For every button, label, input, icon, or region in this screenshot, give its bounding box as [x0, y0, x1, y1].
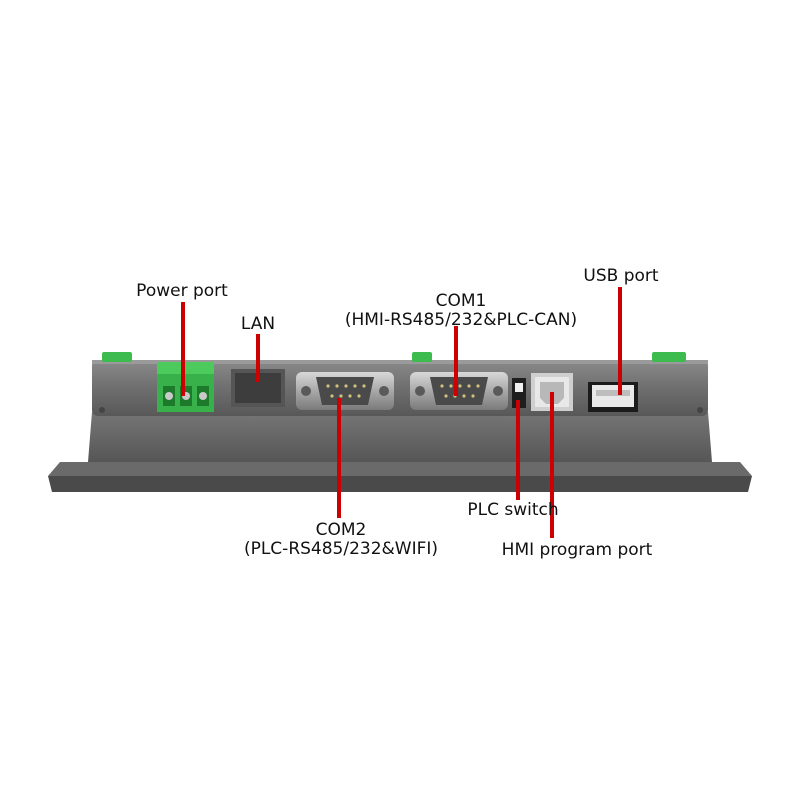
com2-connector — [296, 372, 394, 410]
com1-connector — [410, 372, 508, 410]
device-base — [88, 412, 712, 462]
usb-port-label: USB port — [583, 266, 659, 286]
com2-subtitle-label: (PLC-RS485/232&WIFI) — [243, 539, 439, 559]
lan-label: LAN — [240, 314, 276, 334]
com1-subtitle-label: (HMI-RS485/232&PLC-CAN) — [344, 310, 578, 330]
power-terminal — [157, 362, 214, 412]
mounting-clips — [102, 352, 686, 362]
bezel — [48, 462, 752, 492]
com1-title-label: COM1 — [435, 291, 487, 311]
plc-switch — [512, 378, 526, 408]
power-port-label: Power port — [136, 281, 228, 301]
com2-title-label: COM2 — [315, 520, 367, 540]
hmi-program-port-label: HMI program port — [501, 540, 653, 560]
usb-a-port — [588, 382, 638, 412]
pointer-lines — [181, 287, 622, 538]
plc-switch-label: PLC switch — [467, 500, 559, 520]
